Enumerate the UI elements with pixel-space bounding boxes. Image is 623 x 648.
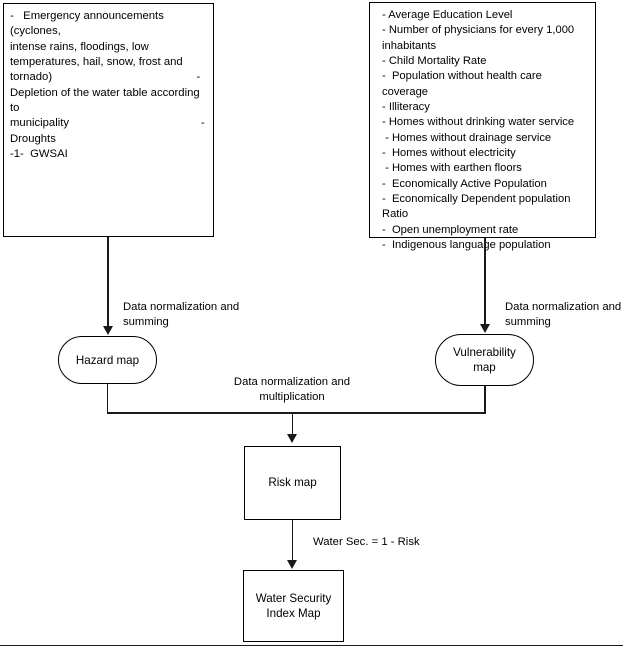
hazard-input-line: -1- GWSAI: [10, 148, 68, 161]
connector-vulnerability-inputs-to-vulnerability-map: [484, 238, 486, 326]
vulnerability-input-line: - Open unemployment rate: [382, 223, 519, 236]
arrowhead-vulnerability-map: [479, 324, 490, 333]
vulnerability-input-line: - Child Mortality Rate: [382, 55, 487, 68]
hazard-input-line: Droughts: [10, 132, 56, 145]
arrowhead-water-security-index-map: [287, 560, 298, 569]
vulnerability-input-line: inhabitants: [382, 39, 437, 52]
node-vulnerability-map-label: Vulnerability map: [453, 346, 516, 374]
edge-label-water-security-formula: Water Sec. = 1 - Risk: [313, 536, 420, 548]
node-risk-map[interactable]: Risk map: [244, 446, 341, 520]
hazard-input-line: municipality -: [10, 117, 205, 130]
arrowhead-hazard-map: [102, 326, 113, 335]
node-hazard-map[interactable]: Hazard map: [58, 336, 157, 384]
vulnerability-input-line: - Indigenous language population: [382, 239, 551, 252]
hazard-input-line: Depletion of the water table according t…: [10, 86, 203, 115]
vulnerability-input-line: - Illiteracy: [382, 101, 430, 114]
node-water-security-index-map[interactable]: Water Security Index Map: [243, 570, 344, 642]
node-vulnerability-map[interactable]: Vulnerability map: [435, 334, 534, 386]
edge-label-hazard-process: Data normalization and summing: [123, 301, 240, 329]
connector-hazard-map-down: [106, 383, 109, 413]
hazard-input-line: tornado) -: [10, 71, 201, 84]
vulnerability-input-line: - Homes with earthen floors: [382, 162, 522, 175]
vulnerability-input-line: - Homes without drainage service: [382, 131, 552, 144]
node-water-security-index-map-label: Water Security Index Map: [255, 591, 332, 621]
hazard-inputs-box: - Emergency announcements (cyclones, int…: [3, 3, 214, 237]
node-risk-map-label: Risk map: [268, 476, 317, 490]
vulnerability-input-line: - Population without health care coverag…: [382, 70, 545, 98]
connector-risk-map-to-water-security: [291, 520, 294, 562]
edge-label-risk-process: Data normalization and multiplication: [233, 376, 351, 404]
vulnerability-input-line: - Average Education Level: [382, 9, 513, 21]
vulnerability-inputs-box: - Average Education Level - Number of ph…: [369, 2, 596, 251]
vulnerability-input-line: - Homes without electricity: [382, 147, 516, 160]
node-hazard-map-label: Hazard map: [75, 353, 140, 367]
vulnerability-input-line: - Economically Dependent population Rati…: [382, 193, 574, 221]
connector-merge-horizontal: [106, 412, 486, 414]
vulnerability-input-line: - Number of physicians for every 1,000: [382, 24, 575, 37]
hazard-input-line: intense rains, floodings, low: [10, 40, 149, 53]
hazard-input-line: - Emergency announcements (cyclones,: [10, 10, 167, 38]
vulnerability-input-line: - Homes without drinking water service: [382, 116, 575, 129]
hazard-input-line: temperatures, hail, snow, frost and: [10, 56, 183, 69]
connector-hazard-inputs-to-hazard-map: [107, 237, 109, 328]
connector-merge-to-risk-map: [291, 412, 294, 436]
bottom-divider: [0, 645, 623, 647]
arrowhead-risk-map: [287, 434, 298, 443]
vulnerability-input-line: - Economically Active Population: [382, 177, 547, 190]
connector-vulnerability-map-down: [484, 385, 486, 413]
edge-label-vulnerability-process: Data normalization and summing: [505, 301, 622, 329]
